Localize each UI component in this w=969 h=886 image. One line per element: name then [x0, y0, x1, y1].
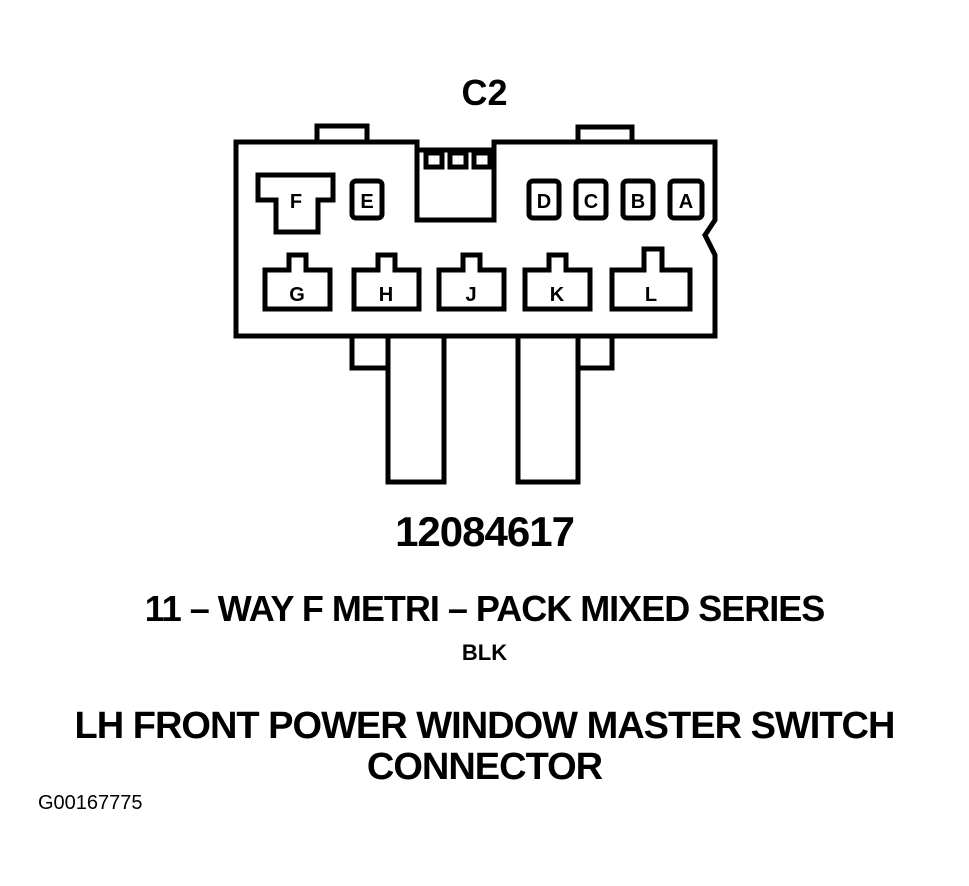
pin-label-B: B — [631, 191, 645, 213]
pin-label-K: K — [550, 284, 565, 306]
pin-cavity-D — [526, 178, 562, 221]
connector-series-label: 11 – WAY F METRI – PACK MIXED SERIES — [144, 588, 826, 629]
pin-label-G: G — [289, 284, 305, 306]
pin-label-E: E — [360, 191, 373, 213]
left-wire-exit — [385, 333, 447, 485]
pin-cavity-L — [609, 246, 693, 312]
pin-label-C: C — [584, 191, 598, 213]
diagram-title-line2: CONNECTOR — [366, 746, 603, 788]
pin-cavity-C — [573, 178, 609, 221]
figure-id-label: G00167775 — [38, 792, 143, 814]
right-lower-tab — [578, 336, 615, 371]
pin-label-D: D — [537, 191, 551, 213]
connector-color-label: BLK — [461, 640, 508, 665]
notch-block-1 — [423, 150, 445, 170]
right-top-latch — [575, 124, 635, 142]
part-number-label: 12084617 — [395, 508, 575, 555]
pin-cavity-H — [351, 252, 422, 312]
pin-label-H: H — [379, 284, 393, 306]
pin-cavity-J — [436, 252, 507, 312]
pin-label-A: A — [679, 191, 693, 213]
connector-id-label: C2 — [461, 72, 508, 113]
pin-label-F: F — [290, 191, 302, 213]
right-wire-exit — [515, 333, 581, 485]
notch-block-3 — [471, 150, 493, 170]
pin-cavity-A — [667, 178, 705, 221]
notch-block-2 — [447, 150, 469, 170]
diagram-title-line1: LH FRONT POWER WINDOW MASTER SWITCH — [74, 705, 896, 747]
left-lower-tab — [349, 336, 388, 371]
pin-cavity-G — [262, 252, 333, 312]
pin-cavity-E — [349, 178, 385, 221]
pin-cavity-B — [620, 178, 656, 221]
pin-cavity-K — [522, 252, 593, 312]
pin-label-J: J — [465, 284, 476, 306]
pin-cavity-F — [255, 172, 336, 235]
left-top-latch — [314, 123, 370, 142]
connector-housing — [233, 139, 718, 339]
pin-label-L: L — [645, 284, 657, 306]
